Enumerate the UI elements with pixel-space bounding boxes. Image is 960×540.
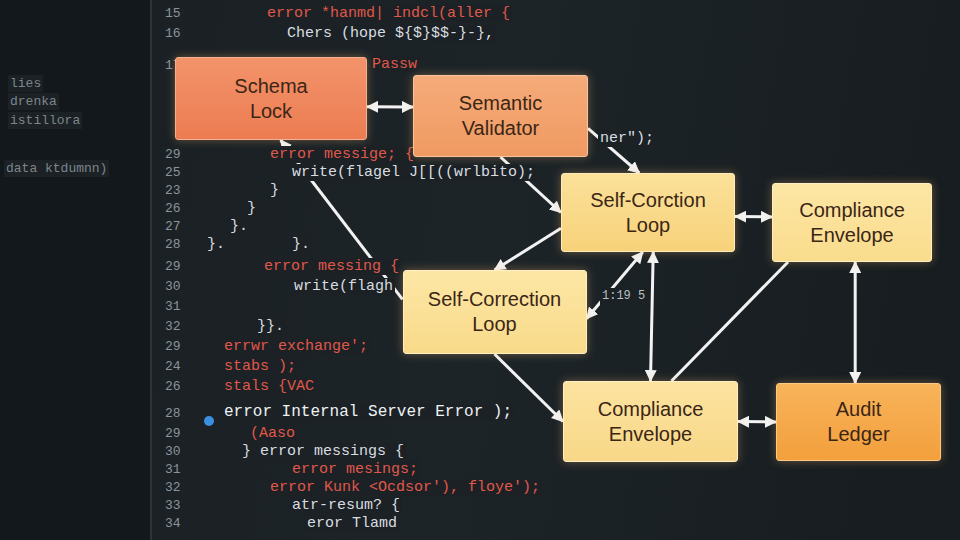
box-label: Compliance Envelope [793,198,911,248]
line-number: 27 [163,218,183,235]
line-number: 23 [163,182,183,199]
line-number: 29 [163,338,183,355]
code-line: error mesings; [290,461,420,478]
code-line: }. [228,218,250,235]
process-box: Self-Corction Loop [561,173,735,252]
flow-arrow [672,262,789,381]
code-line: (Aaso [248,425,297,442]
code-line: }. [205,236,227,253]
flow-arrow [854,262,857,383]
file-name: drenka [8,93,59,110]
code-line: stals {VAC [222,378,316,395]
process-box: Audit Ledger [776,383,941,461]
code-line: } error messings { [240,443,406,460]
code-line: stabs ); [222,358,298,375]
line-number: 28 [163,236,183,253]
code-line: } [268,182,281,199]
process-box: Compliance Envelope [563,381,738,462]
line-number: 30 [163,278,183,295]
code-line: write(flagel J[[((wrlbito); [290,164,537,181]
code-line: error Kunk <Ocdsor'), floye'); [268,479,542,496]
file-name: istillora [8,112,82,129]
line-number: 32 [163,318,183,335]
box-label: Semantic Validator [438,91,563,141]
box-label: Self-Corction Loop [573,188,723,238]
code-line: error *hanmd| indcl(aller { [265,5,512,22]
code-line: Chers (hope ${$}$$-}-}, [285,25,496,42]
flow-arrow [495,228,562,270]
line-number: 15 [163,5,183,22]
line-number: 28 [163,405,183,422]
line-number: 31 [163,298,183,315]
line-number: 32 [163,479,183,496]
box-label: Self-Correction Loop [415,287,575,337]
code-line: write(flagh [292,278,395,295]
code-line: eror Tlamd [305,515,399,532]
code-line: } [245,200,258,217]
line-number: 30 [163,443,183,460]
process-box: Semantic Validator [413,75,588,157]
line-number: 29 [163,425,183,442]
code-line: error messing { [262,258,401,275]
code-line: error Internal Server Error ); [222,404,514,421]
line-number: 31 [163,461,183,478]
code-line: error messige; { [268,146,416,163]
process-box: Self-Correction Loop [403,270,587,354]
line-number: 25 [163,164,183,181]
code-line: }}. [255,318,286,335]
process-box: Compliance Envelope [772,183,932,262]
code-line: ner"); [598,130,656,147]
breakpoint-dot [204,416,214,426]
box-label: Audit Ledger [816,397,901,447]
code-line: atr-resum? { [290,497,402,514]
line-number: 24 [163,358,183,375]
panel-divider [150,0,152,540]
file-name: data ktdumnn) [4,160,109,177]
flow-arrow [367,105,413,108]
flow-arrow [738,420,776,424]
code-line: errwr exchange'; [222,338,370,355]
line-number: 29 [163,258,183,275]
code-line: }. [290,236,312,253]
box-label: Schema Lock [221,74,321,124]
flow-arrow [651,252,654,381]
line-number: 33 [163,497,183,514]
line-number: 26 [163,378,183,395]
process-box: Schema Lock [175,57,367,140]
timestamp: 1:19 5 [600,288,647,305]
box-label: Compliance Envelope [592,397,710,447]
sidebar-panel [0,0,150,540]
flow-arrow [587,252,643,319]
file-name: lies [8,75,43,92]
line-number: 16 [163,25,183,42]
code-line: Passw [370,56,419,73]
line-number: 29 [163,146,183,163]
line-number: 26 [163,200,183,217]
line-number: 34 [163,515,183,532]
flow-arrow [735,215,772,219]
